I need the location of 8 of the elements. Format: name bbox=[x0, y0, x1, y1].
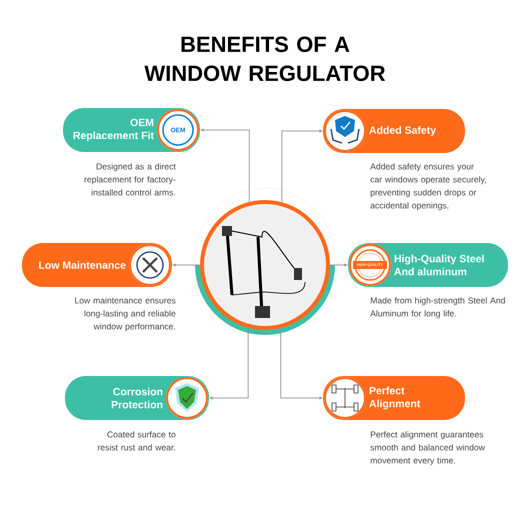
description-text: Perfect alignment guarantees smooth and balanced window movement every time. bbox=[370, 431, 485, 466]
description-text: Designed as a direct replacement for factory-installed control arms. bbox=[84, 163, 176, 196]
description-text: Low maintenance ensures long-lasting and reliable window performance. bbox=[75, 297, 176, 332]
description-text: Added safety ensures your car windows operate securely, preventing sudden drops or accidental openings. bbox=[370, 163, 486, 210]
description-text: Coated surface to resist rust and wear. bbox=[98, 431, 176, 450]
window-regulator-drawing bbox=[194, 188, 336, 335]
title: BENEFITS OF A WINDOW REGULATOR bbox=[144, 36, 386, 82]
description-text: Made from high-strength Steel And Aluminum for long life. bbox=[370, 297, 505, 318]
